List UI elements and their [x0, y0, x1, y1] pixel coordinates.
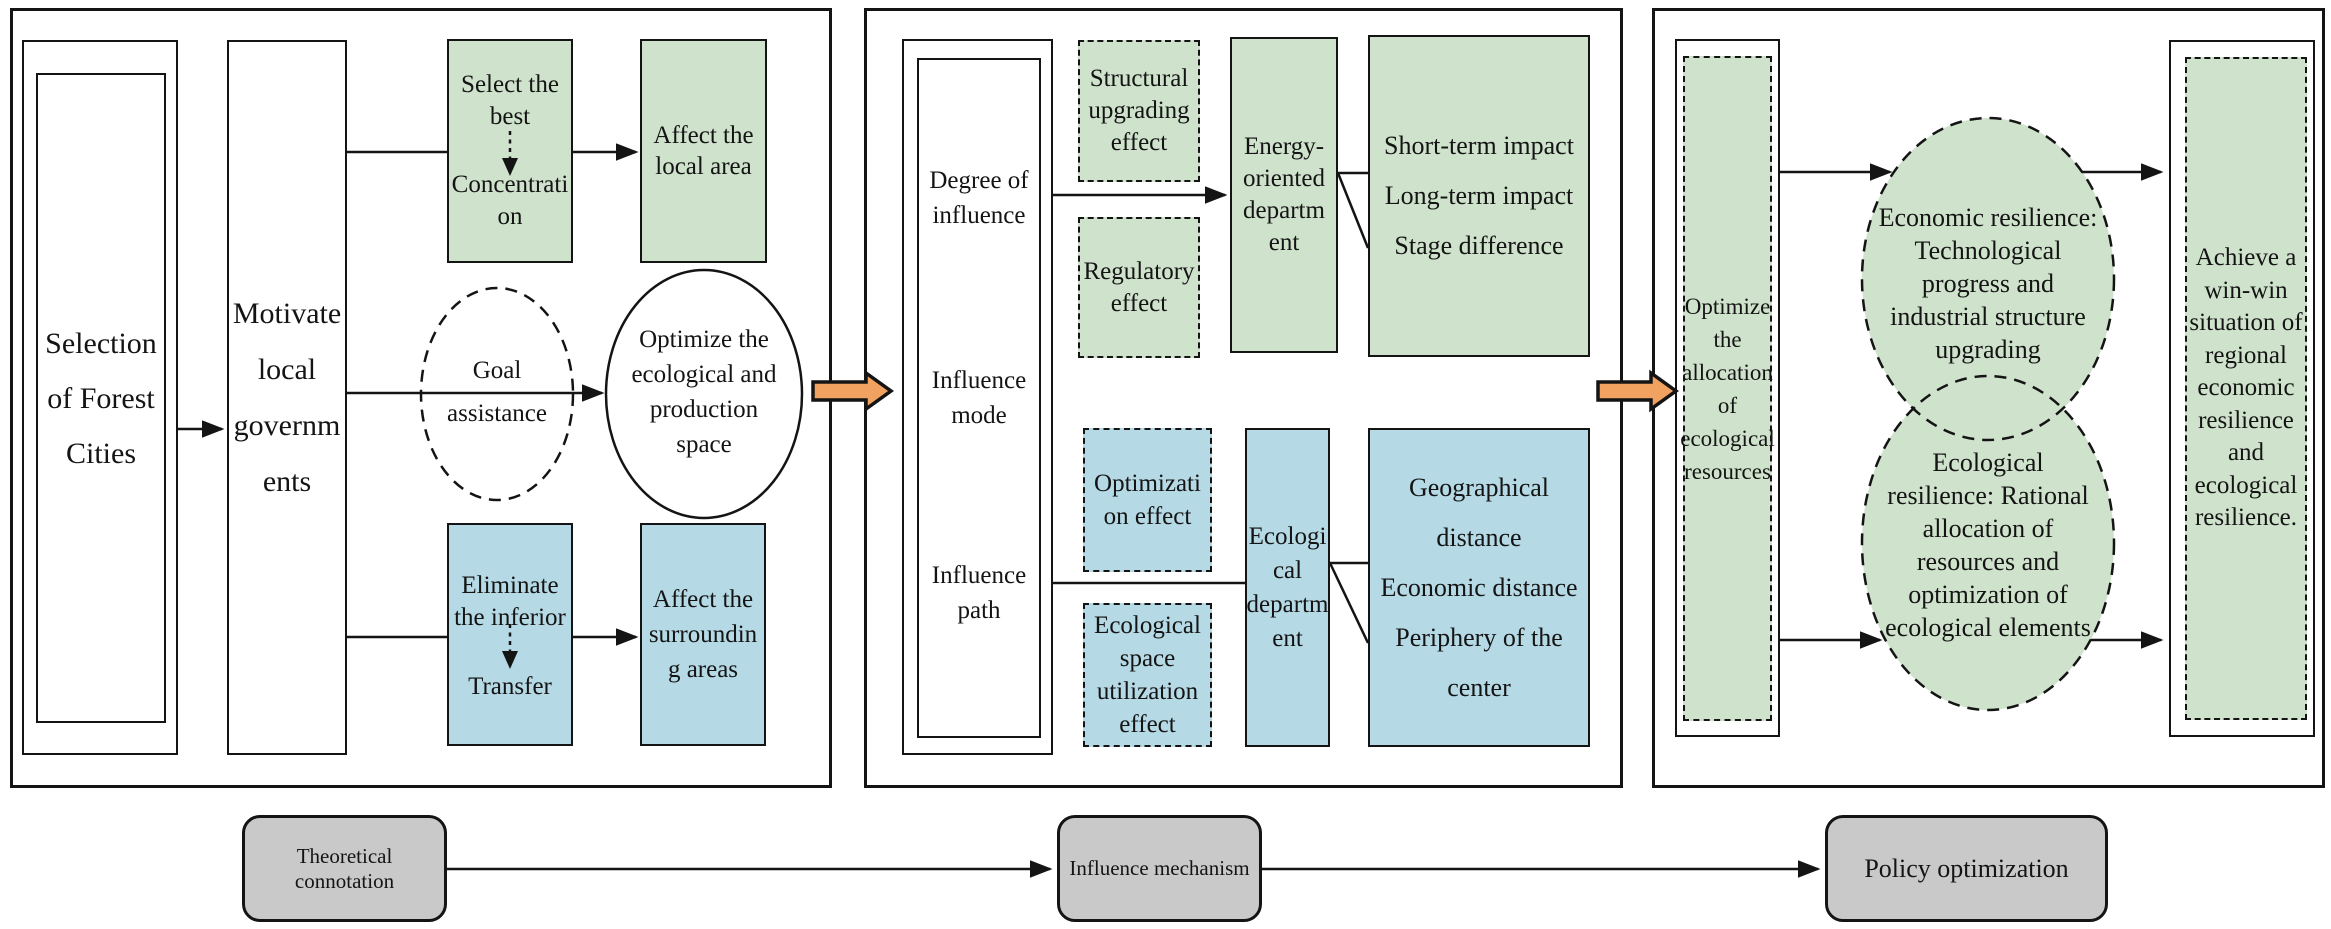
influence-mechanism-tag-label: Influence mechanism [1069, 856, 1250, 880]
ecological-department-box: Ecologi cal departm ent [1245, 428, 1330, 747]
optimize-space-label: Optimize the ecological and production s… [631, 326, 777, 458]
achieve-win-win-box: Achieve a win-win situation of regional … [2185, 57, 2307, 720]
degree-of-influence-label: Degree of influence [929, 167, 1029, 229]
theoretical-connotation-tag-label: Theoretical connotation [294, 843, 395, 893]
optimization-effect-label: Optimizati on effect [1094, 470, 1201, 530]
affect-local-area-label: Affect the local area [653, 122, 754, 180]
selection-forest-cities-label: Selection of Forest Cities [45, 326, 157, 470]
optimize-allocation-label: Optimize the allocation of ecological re… [1680, 293, 1775, 484]
selection-forest-cities-outer-box: Selection of Forest Cities [22, 40, 178, 755]
ecological-space-utilization-label: Ecological space utilization effect [1094, 612, 1201, 738]
affect-surrounding-areas-box: Affect the surroundin g areas [640, 523, 766, 746]
achieve-win-win-outer-box: Achieve a win-win situation of regional … [2169, 40, 2315, 737]
optimization-effect-box: Optimizati on effect [1083, 428, 1212, 572]
selection-forest-cities-box: Selection of Forest Cities [36, 73, 166, 723]
energy-oriented-department-box: Energy- oriented departm ent [1230, 37, 1338, 353]
select-the-best-label: Select the best [461, 71, 559, 130]
achieve-win-win-label: Achieve a win-win situation of regional … [2189, 244, 2303, 532]
motivate-local-governments-label: Motivate local governm ents [232, 296, 342, 498]
ecological-space-utilization-box: Ecological space utilization effect [1083, 603, 1212, 747]
influence-labels-box: Degree of influence Influence mode Influ… [917, 58, 1041, 738]
motivate-local-governments-box: Motivate local governm ents [227, 40, 347, 755]
economic-resilience-label: Economic resilience: Technological progr… [1878, 203, 2098, 364]
eliminate-the-inferior-box [447, 523, 573, 746]
energy-oriented-department-label: Energy- oriented departm ent [1243, 133, 1325, 256]
impact-types-label: Short-term impact Long-term impact Stage… [1384, 131, 1574, 260]
ecological-resilience-label: Ecological resilience: Rational allocati… [1885, 448, 2091, 642]
optimize-allocation-box: Optimize the allocation of ecological re… [1680, 56, 1775, 721]
goal-assistance-label: Goal assistance [447, 357, 547, 427]
regulatory-effect-label: Regulatory effect [1083, 257, 1195, 317]
policy-optimization-tag: Policy optimization [1825, 815, 2108, 922]
structural-upgrading-effect-box: Structural upgrading effect [1078, 40, 1200, 182]
policy-optimization-tag-label: Policy optimization [1864, 853, 2069, 883]
affect-local-area-box: Affect the local area [640, 39, 767, 263]
influence-path-label: Influence path [931, 562, 1027, 624]
distance-types-label: Geographical distance Economic distance … [1380, 472, 1578, 702]
ecological-resilience-ellipse-border [1860, 374, 2116, 712]
eliminate-the-inferior-label: Eliminate the inferior [454, 572, 566, 631]
regulatory-effect-box: Regulatory effect [1078, 217, 1200, 358]
concentration-label: Concentrati on [451, 171, 569, 230]
transfer-label: Transfer [468, 673, 552, 700]
distance-types-box: Geographical distance Economic distance … [1368, 428, 1590, 747]
influence-mode-label: Influence mode [931, 367, 1027, 429]
optimize-allocation-outer-box: Optimize the allocation of ecological re… [1675, 39, 1780, 737]
influence-mechanism-tag: Influence mechanism [1057, 815, 1262, 922]
affect-surrounding-areas-label: Affect the surroundin g areas [648, 586, 758, 683]
ecological-department-label: Ecologi cal departm ent [1246, 522, 1329, 652]
structural-upgrading-effect-label: Structural upgrading effect [1088, 65, 1190, 156]
ecological-resilience-ellipse [1862, 376, 2114, 710]
economic-resilience-ellipse [1862, 118, 2114, 440]
optimize-space-ellipse [604, 268, 804, 520]
economic-resilience-ellipse-border [1860, 116, 2116, 442]
impact-types-box: Short-term impact Long-term impact Stage… [1368, 35, 1590, 357]
influence-labels-outer-box: Degree of influence Influence mode Influ… [902, 39, 1053, 755]
theoretical-connotation-tag: Theoretical connotation [242, 815, 447, 922]
